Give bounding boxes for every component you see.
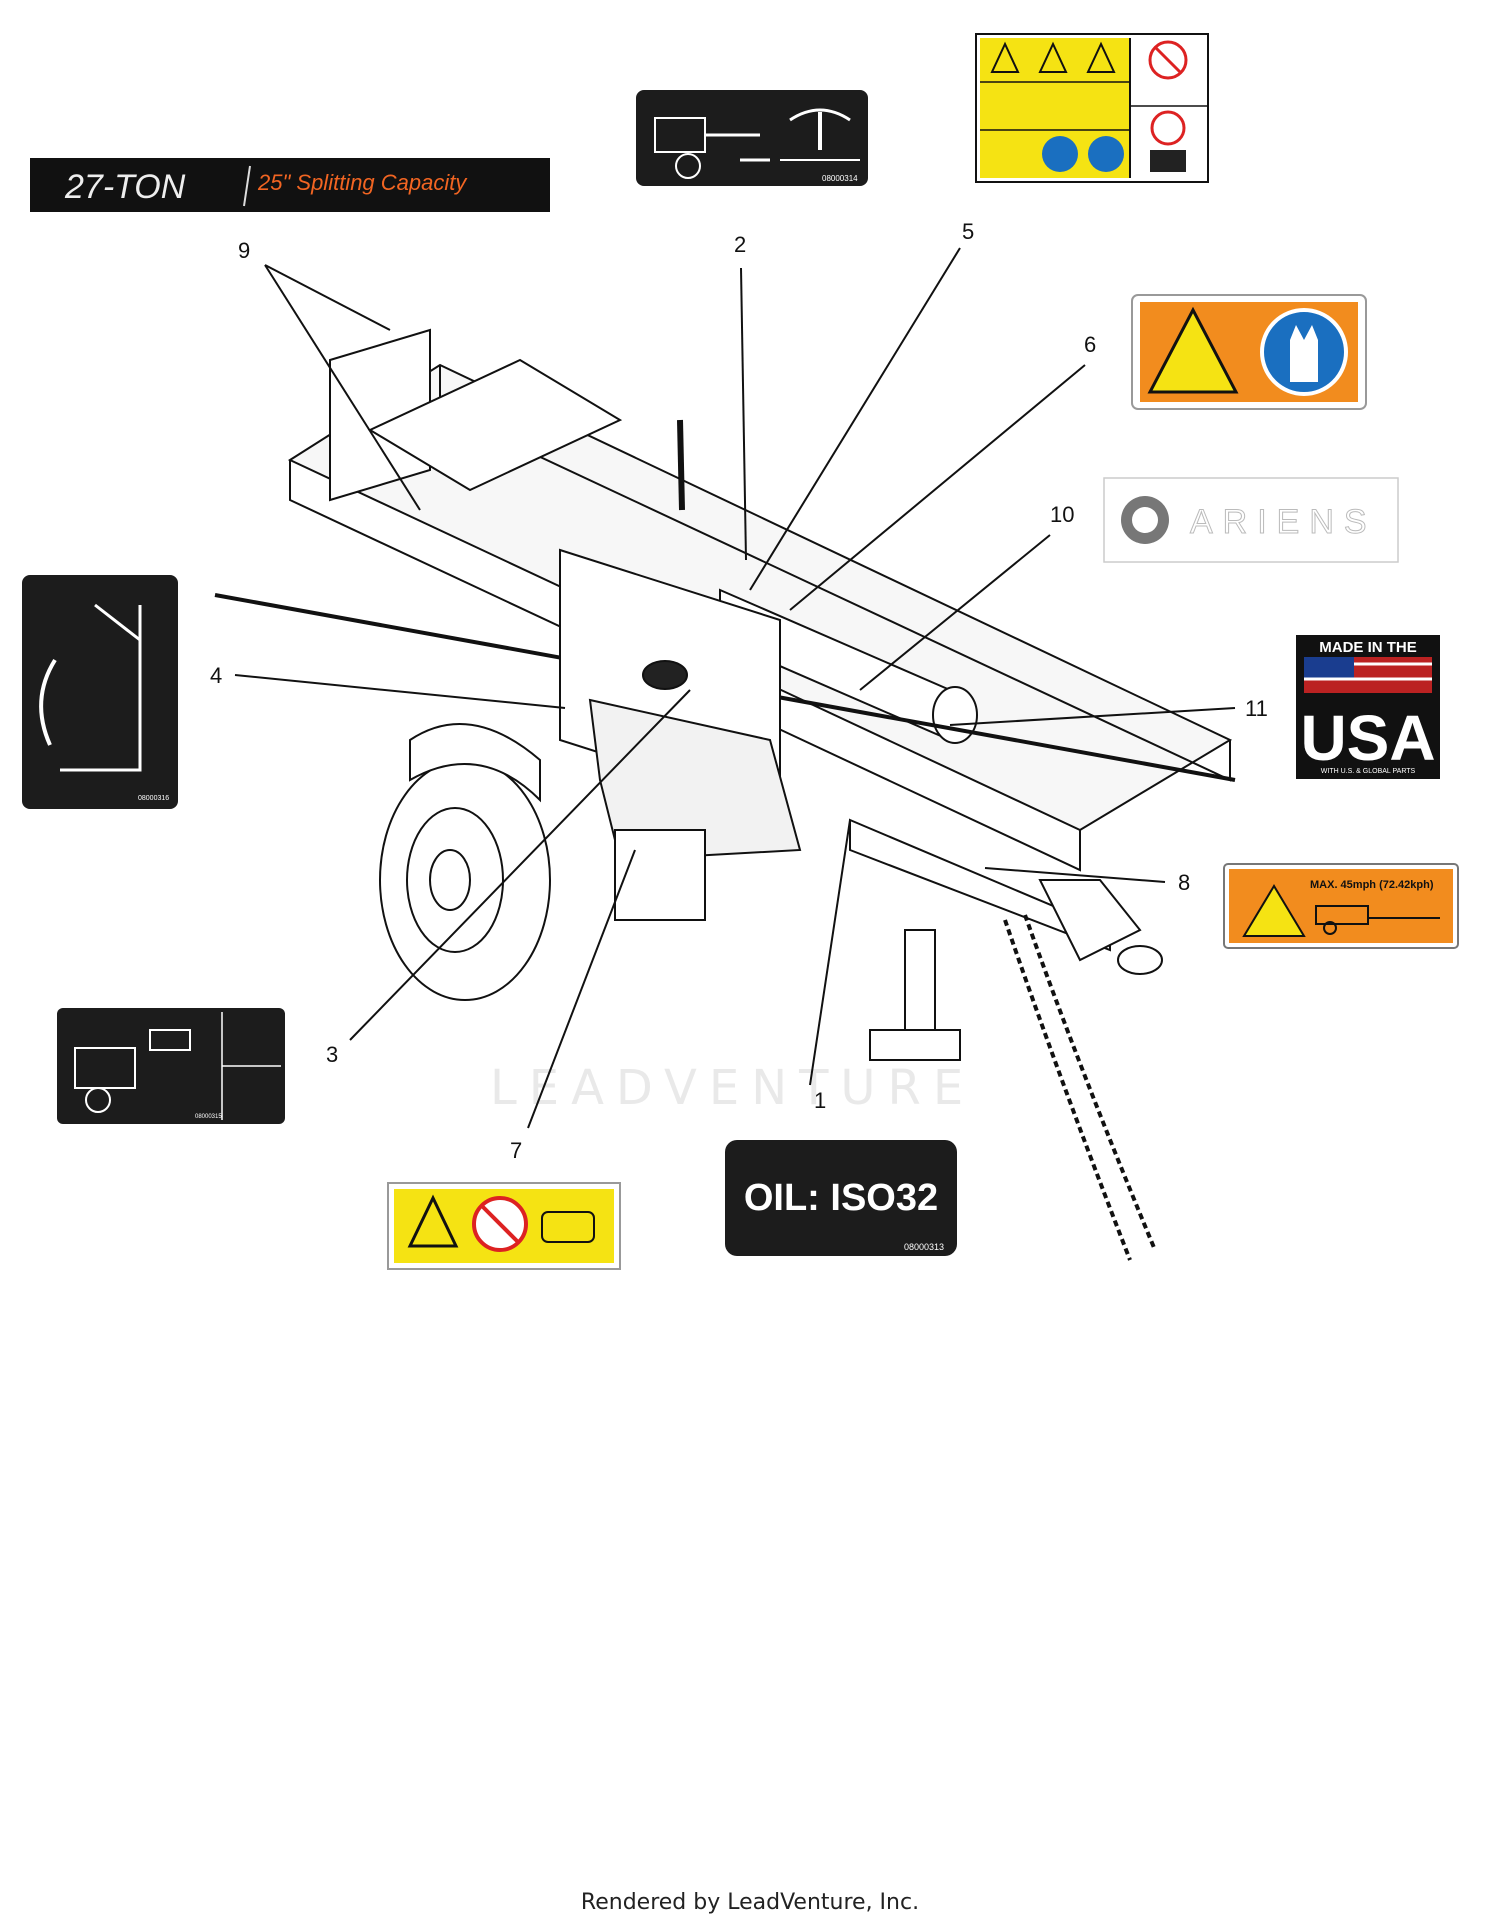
callout-6: 6	[1084, 332, 1096, 357]
speed-text: MAX. 45mph (72.42kph)	[1310, 879, 1434, 891]
log-splitter-drawing	[214, 328, 1236, 1261]
leader-lines	[234, 247, 1236, 1129]
decal-log-cradle: 08000315	[57, 1008, 285, 1124]
code-08000316: 08000316	[138, 795, 169, 802]
decal-lever-direction: 08000314	[636, 90, 868, 186]
callout-10: 10	[1050, 502, 1074, 527]
footer-credit: Rendered by LeadVenture, Inc.	[580, 1890, 920, 1915]
usa-big-text: USA	[1300, 702, 1435, 774]
oil-code: 08000313	[904, 1242, 944, 1252]
ariens-text: ARIENS	[1190, 503, 1377, 541]
code-08000314: 08000314	[822, 174, 858, 183]
decal-ariens-logo: ARIENS	[1103, 477, 1399, 563]
decal-27-ton: 27-TON 25" Splitting Capacity	[30, 158, 550, 212]
usa-bottom-text: WITH U.S. & GLOBAL PARTS	[1321, 768, 1416, 775]
callout-5: 5	[962, 219, 974, 244]
callout-1: 1	[814, 1088, 826, 1113]
ton-small-text: 25" Splitting Capacity	[257, 170, 468, 195]
callout-8: 8	[1178, 870, 1190, 895]
decal-hand-pinch	[1131, 294, 1367, 410]
callout-9: 9	[238, 238, 250, 263]
decal-no-smoking-fuel	[387, 1182, 621, 1270]
usa-top-text: MADE IN THE	[1319, 639, 1417, 656]
decal-safety-grid	[975, 33, 1209, 183]
callout-4: 4	[210, 663, 222, 688]
ton-big-text: 27-TON	[64, 168, 186, 206]
code-08000315: 08000315	[195, 1114, 222, 1120]
callout-2: 2	[734, 232, 746, 257]
decal-beam-rotate: 08000316	[22, 575, 178, 809]
decal-oil-iso32: OIL: ISO32 08000313	[725, 1140, 957, 1256]
oil-text: OIL: ISO32	[744, 1177, 938, 1219]
callout-11: 11	[1245, 696, 1268, 721]
decal-max-speed: MAX. 45mph (72.42kph)	[1223, 863, 1459, 949]
decal-made-in-usa: MADE IN THE USA WITH U.S. & GLOBAL PARTS	[1296, 635, 1440, 779]
callout-7: 7	[510, 1138, 522, 1163]
watermark: LEADVENTURE	[490, 1060, 976, 1116]
callout-3: 3	[326, 1042, 338, 1067]
